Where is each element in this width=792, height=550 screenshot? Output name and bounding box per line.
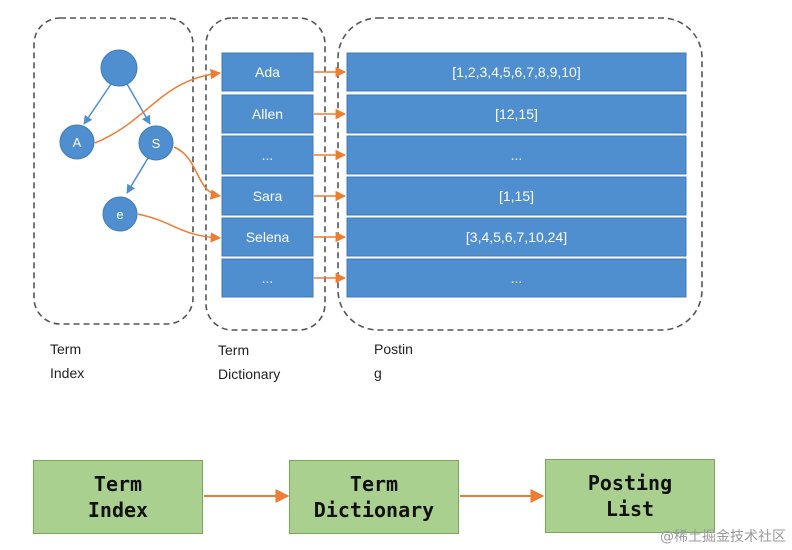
dictionary-term: Allen xyxy=(252,106,283,122)
posting-list-value: ... xyxy=(511,147,523,163)
trie-node-root xyxy=(100,49,138,87)
trie-node-a: A xyxy=(59,124,95,160)
dictionary-cell: ... xyxy=(221,258,314,298)
trie-node-s-label: S xyxy=(152,136,161,151)
trie-edge-root-s xyxy=(126,83,151,125)
trie-edge-s-e xyxy=(126,157,149,194)
posting-list-value: [1,15] xyxy=(499,188,534,204)
posting-cell: [12,15] xyxy=(346,94,687,134)
term-dictionary-caption: Term Dictionary xyxy=(218,342,281,382)
trie-node-a-label: A xyxy=(73,135,82,150)
link-s-to-sara xyxy=(173,146,222,200)
dictionary-cell: Allen xyxy=(221,94,314,134)
posting-list-value: ... xyxy=(511,270,523,286)
posting-cell: [1,15] xyxy=(346,176,687,216)
posting-list-value: [3,4,5,6,7,10,24] xyxy=(466,229,567,245)
dictionary-cell: ... xyxy=(221,135,314,175)
link-e-to-selena xyxy=(137,213,222,243)
posting-caption: Postin g xyxy=(374,341,413,381)
posting-cell: ... xyxy=(346,135,687,175)
dictionary-cell: Ada xyxy=(221,52,314,92)
dictionary-term: Sara xyxy=(253,188,283,204)
trie-edge-root-a xyxy=(83,83,112,125)
posting-cell: [1,2,3,4,5,6,7,8,9,10] xyxy=(346,52,687,92)
dictionary-term: Ada xyxy=(255,64,280,80)
dictionary-term: Selena xyxy=(246,229,290,245)
flow-box-posting-list: Posting List xyxy=(545,459,715,533)
posting-list-value: [1,2,3,4,5,6,7,8,9,10] xyxy=(452,64,580,80)
dictionary-term: ... xyxy=(262,147,274,163)
posting-list-value: [12,15] xyxy=(495,106,538,122)
watermark: @稀土掘金技术社区 xyxy=(660,529,786,545)
term-index-caption: Term Index xyxy=(50,341,85,381)
term-dictionary-group xyxy=(205,17,326,331)
dictionary-term: ... xyxy=(262,270,274,286)
trie-node-e-label: e xyxy=(116,207,123,222)
posting-cell: [3,4,5,6,7,10,24] xyxy=(346,217,687,257)
posting-group xyxy=(337,17,703,331)
posting-cell: ... xyxy=(346,258,687,298)
trie-node-e: e xyxy=(102,196,138,232)
trie-node-s: S xyxy=(138,125,174,161)
flow-box-term-index: Term Index xyxy=(33,460,203,534)
dictionary-cell: Sara xyxy=(221,176,314,216)
dictionary-cell: Selena xyxy=(221,217,314,257)
flow-box-term-dictionary: Term Dictionary xyxy=(289,460,459,534)
term-index-group xyxy=(33,17,194,325)
link-a-to-ada xyxy=(94,68,222,144)
